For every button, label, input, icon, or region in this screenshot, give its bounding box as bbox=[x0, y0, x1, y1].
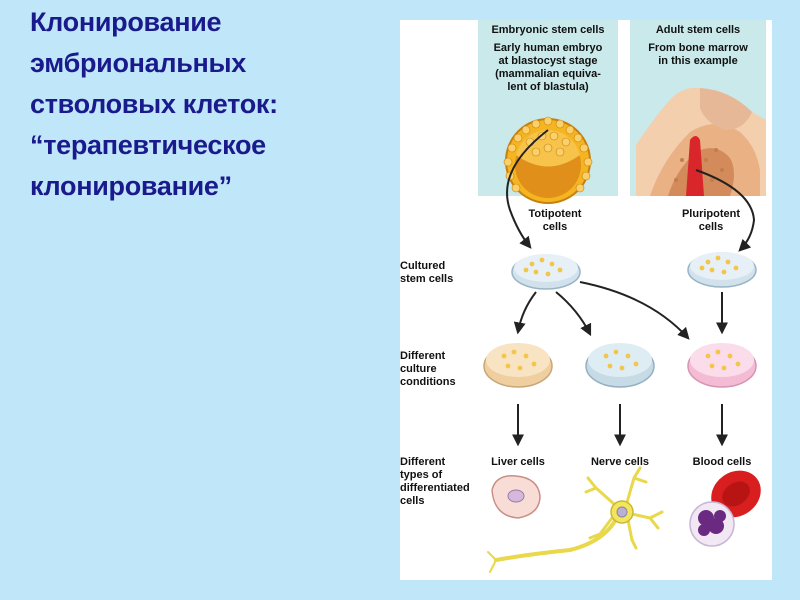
adult-description: From bone marrow in this example bbox=[648, 42, 748, 67]
orange-culture-dish-icon bbox=[483, 343, 553, 388]
blastocyst-icon bbox=[503, 116, 593, 204]
blue-culture-dish-icon bbox=[585, 343, 655, 388]
blood-cells-label: Blood cells bbox=[692, 456, 752, 468]
embryonic-heading: Embryonic stem cells bbox=[491, 24, 605, 36]
totipotent-label: Totipotent cells bbox=[528, 208, 582, 233]
pluripotent-dish-icon bbox=[687, 252, 757, 288]
differentiated-types-label: Different types of differentiated cells bbox=[400, 456, 470, 507]
liver-cell-icon bbox=[491, 475, 541, 519]
nerve-cells-label: Nerve cells bbox=[590, 456, 650, 468]
bone-marrow-icon bbox=[636, 87, 766, 196]
arrow-bone-to-dish bbox=[695, 169, 756, 252]
arrow-to-blue-dish bbox=[555, 291, 592, 337]
arrow-blastocyst-to-dish bbox=[506, 129, 549, 249]
nerve-cell-icon bbox=[487, 466, 664, 573]
cultured-stem-cells-label: Cultured stem cells bbox=[400, 260, 454, 285]
liver-cells-label: Liver cells bbox=[491, 456, 545, 468]
totipotent-dish-icon bbox=[511, 254, 581, 290]
adult-heading: Adult stem cells bbox=[655, 24, 741, 36]
arrow-to-pink-dish-left bbox=[579, 281, 690, 340]
pink-culture-dish-icon bbox=[687, 343, 757, 388]
embryonic-description: Early human embryo at blastocyst stage (… bbox=[493, 42, 603, 93]
blood-cells-icon bbox=[689, 470, 761, 547]
stem-cell-figure: Embryonic stem cells Early human embryo … bbox=[400, 20, 772, 580]
figure-artwork bbox=[483, 87, 766, 573]
slide-title: Клонирование эмбриональных стволовых кле… bbox=[30, 7, 278, 201]
culture-conditions-label: Different culture conditions bbox=[400, 350, 456, 388]
arrow-to-orange-dish bbox=[513, 291, 537, 335]
pluripotent-label: Pluripotent cells bbox=[681, 208, 741, 233]
